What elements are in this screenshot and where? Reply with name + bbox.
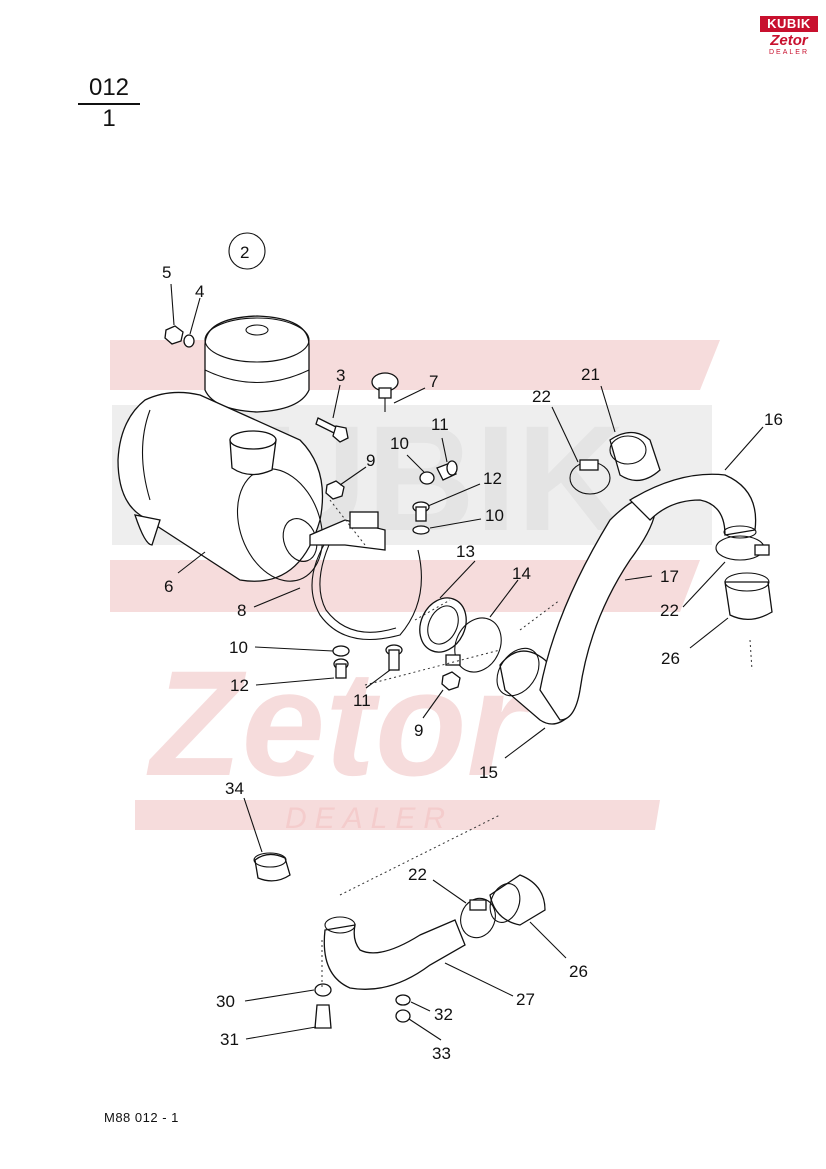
callout-3: 3 (336, 366, 345, 385)
drawing-code: M88 012 - 1 (104, 1110, 179, 1125)
callout-10-right: 10 (485, 506, 504, 525)
hose-clamp-14 (445, 617, 502, 673)
diagram-number-numerator: 012 (78, 74, 140, 105)
callout-30: 30 (216, 992, 235, 1011)
hose-clamp-22-lower (460, 897, 496, 939)
brand-logo-kubik: KUBIK (760, 16, 818, 32)
callout-4: 4 (195, 282, 204, 301)
callout-13: 13 (456, 542, 475, 561)
dust-valve-parts (314, 983, 411, 1029)
lower-fasteners (332, 644, 461, 691)
elbow-27 (323, 916, 466, 990)
callout-10-lower: 10 (229, 638, 248, 657)
sealing-ring-13 (419, 597, 467, 653)
air-cleaner-body (117, 391, 324, 582)
callout-labels: 5 4 3 7 11 10 9 12 10 21 22 16 6 8 13 14… (162, 263, 783, 1063)
callout-31: 31 (220, 1030, 239, 1049)
callout-11-lower: 11 (353, 691, 371, 710)
variant-marker-number: 2 (240, 243, 249, 262)
hose-clamp-22-top (569, 459, 611, 495)
callout-27: 27 (516, 990, 535, 1009)
nut-and-washer-top (164, 325, 195, 348)
callout-32: 32 (434, 1005, 453, 1024)
callout-33: 33 (432, 1044, 451, 1063)
callout-14: 14 (512, 564, 531, 583)
diagram-number-denominator: 1 (102, 105, 116, 132)
assembly-lines (321, 499, 753, 990)
callout-26-lower: 26 (569, 962, 588, 981)
sleeve-26-lower (489, 874, 546, 926)
callout-6: 6 (164, 577, 173, 596)
diagram-number: 012 1 (78, 74, 140, 133)
variant-marker: 2 (228, 232, 266, 270)
callout-9: 9 (366, 451, 375, 470)
callout-22-right: 22 (660, 601, 679, 620)
callout-7: 7 (429, 372, 438, 391)
brand-logo: KUBIK Zetor DEALER (760, 16, 818, 60)
callout-12-lower: 12 (230, 676, 249, 695)
callout-5: 5 (162, 263, 171, 282)
hose-16 (628, 473, 757, 539)
callout-11: 11 (431, 415, 449, 434)
callout-22-lower: 22 (408, 865, 427, 884)
callout-15: 15 (479, 763, 498, 782)
bolt-3 (315, 417, 349, 443)
sleeve-21 (609, 431, 661, 482)
callout-22-top: 22 (532, 387, 551, 406)
callout-12: 12 (483, 469, 502, 488)
bolt-washer-right (412, 501, 430, 535)
brand-logo-zetor: Zetor (770, 32, 808, 49)
intake-pipe-15 (496, 496, 657, 725)
callout-9-lower: 9 (414, 721, 423, 740)
brand-logo-dealer: DEALER (768, 49, 809, 56)
watermark-dealer-text: DEALER (285, 802, 453, 835)
washer-bolt-top (419, 460, 458, 485)
callout-26-right: 26 (661, 649, 680, 668)
hose-clamp-34 (253, 852, 291, 882)
callout-21: 21 (581, 365, 600, 384)
sleeve-26-right (724, 572, 773, 620)
callout-17: 17 (660, 567, 679, 586)
precleaner-cap (204, 315, 310, 413)
service-indicator-7 (371, 372, 399, 412)
leader-lines (170, 283, 764, 1041)
callout-34: 34 (225, 779, 244, 798)
callout-16: 16 (764, 410, 783, 429)
mounting-band-8 (309, 511, 422, 641)
hose-clamp-22-right (715, 535, 770, 561)
callout-8: 8 (237, 601, 246, 620)
callout-10: 10 (390, 434, 409, 453)
nut-9-top (325, 480, 345, 500)
